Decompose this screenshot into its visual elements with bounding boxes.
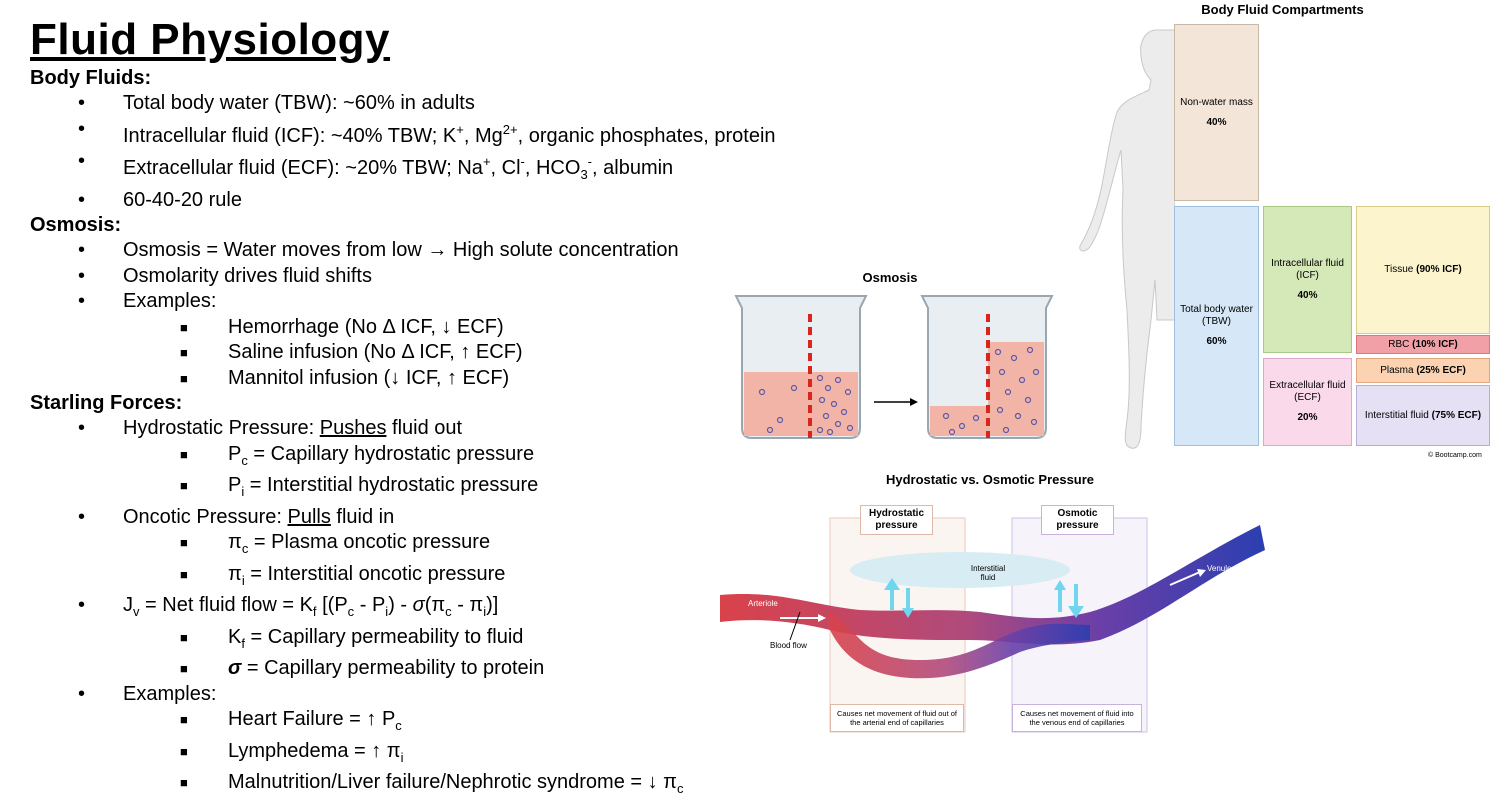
label-arteriole: Arteriole [748,599,778,608]
sub-lymphedema: Lymphedema = ↑ πi [30,739,840,771]
beaker-after-icon [920,295,1054,439]
sub-saline: Saline infusion (No Δ ICF, ↑ ECF) [30,340,840,366]
label-hydrostatic-pressure: Hydrostatic pressure [860,505,933,535]
osmosis-title: Osmosis [862,270,918,285]
sub-kf: Kf = Capillary permeability to fluid [30,625,840,657]
box-total-body-water: Total body water(TBW)60% [1174,206,1259,446]
caption-venous-end: Causes net movement of fluid into the ve… [1012,704,1142,732]
compartments-title: Body Fluid Compartments [1201,2,1364,17]
capillary-diagram [720,517,1265,733]
bullet-tbw: Total body water (TBW): ~60% in adults [30,91,840,117]
bullet-oncotic: Oncotic Pressure: Pulls fluid in [30,505,840,531]
label-blood-flow: Blood flow [770,641,807,650]
bullet-rule: 60-40-20 rule [30,188,840,214]
label-interstitial-fluid: Interstitial fluid [970,564,1006,582]
box-rbc: RBC (10% ICF) [1356,335,1490,354]
caption-arterial-end: Causes net movement of fluid out of the … [830,704,964,732]
beaker-before-icon [734,295,868,439]
bullet-ecf: Extracellular fluid (ECF): ~20% TBW; Na+… [30,149,840,188]
bullet-icf: Intracellular fluid (ICF): ~40% TBW; K+,… [30,117,840,150]
bullet-hydrostatic: Hydrostatic Pressure: Pushes fluid out [30,416,840,442]
notes-column: Fluid Physiology Body Fluids: Total body… [30,14,840,802]
page-title: Fluid Physiology [30,15,391,64]
bullet-examples: Examples: [30,289,840,315]
box-interstitial: Interstitial fluid (75% ECF) [1356,385,1490,446]
label-venule: Venule [1207,564,1232,573]
arrow-right-icon [910,398,918,406]
box-plasma: Plasma (25% ECF) [1356,358,1490,383]
box-tissue: Tissue (90% ICF) [1356,206,1490,334]
label-capillary: Capillary [972,604,1004,613]
sub-heart-failure: Heart Failure = ↑ Pc [30,707,840,739]
bullet-osmolarity: Osmolarity drives fluid shifts [30,264,840,290]
sub-sigma: σ = Capillary permeability to protein [30,656,840,682]
sub-pc: Pc = Capillary hydrostatic pressure [30,442,840,474]
box-extracellular: Extracellular fluid(ECF)20% [1263,358,1352,446]
sub-mannitol: Mannitol infusion (↓ ICF, ↑ ECF) [30,366,840,392]
bullet-starling-examples: Examples: [30,682,840,708]
heading-osmosis: Osmosis: [30,214,122,236]
sub-pi: Pi = Interstitial hydrostatic pressure [30,473,840,505]
pressure-title: Hydrostatic vs. Osmotic Pressure [885,472,1095,487]
osmosis-diagram [734,295,1054,439]
sub-pic: πc = Plasma oncotic pressure [30,530,840,562]
human-silhouette-icon [1079,29,1175,449]
heading-starling: Starling Forces: [30,392,183,414]
bullet-osmosis-def: Osmosis = Water moves from low → High so… [30,238,840,264]
label-osmotic-pressure: Osmotic pressure [1041,505,1114,535]
copyright-credit: © Bootcamp.com [1428,452,1482,459]
bullet-jv: Jv = Net fluid flow = Kf [(Pc - Pi) - σ(… [30,593,840,625]
heading-body-fluids: Body Fluids: [30,67,152,89]
sub-hemorrhage: Hemorrhage (No Δ ICF, ↓ ECF) [30,315,840,341]
box-intracellular: Intracellular fluid(ICF)40% [1263,206,1352,353]
sub-pii: πi = Interstitial oncotic pressure [30,562,840,594]
sub-malnutrition: Malnutrition/Liver failure/Nephrotic syn… [30,770,840,802]
